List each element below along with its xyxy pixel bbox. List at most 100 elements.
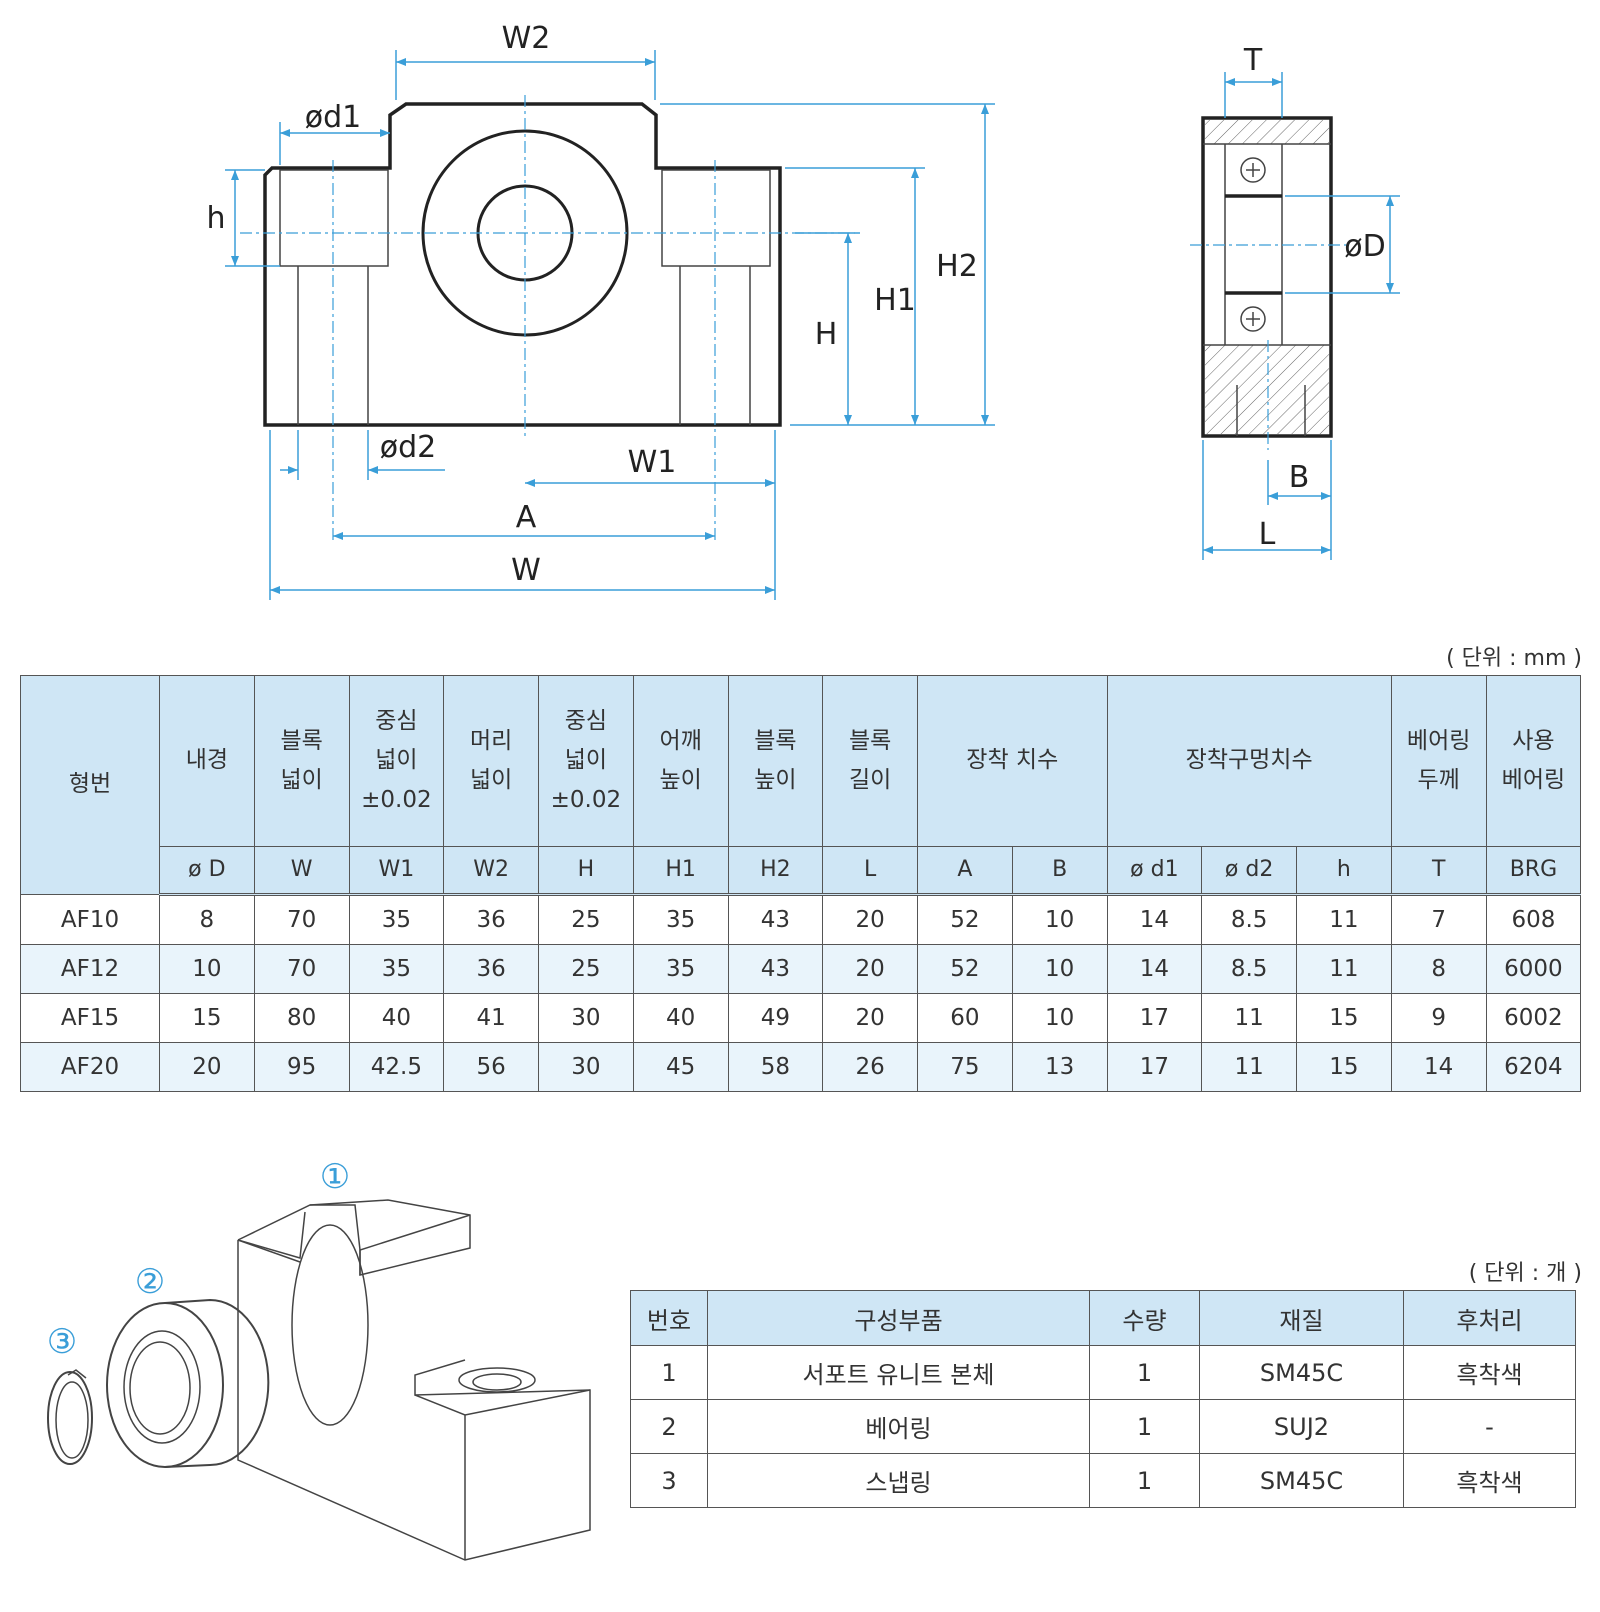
table-cell: SM45C	[1199, 1453, 1404, 1508]
label-w1: W1	[628, 445, 677, 480]
table-cell: 58	[727, 1042, 824, 1092]
table-cell: 608	[1485, 894, 1582, 945]
table-cell: 8	[1390, 944, 1487, 994]
table-cell: 7	[1390, 894, 1487, 945]
exploded-view	[47, 1199, 591, 1561]
label-d-big: øD	[1344, 229, 1385, 264]
table-cell: 15	[1296, 993, 1392, 1043]
symbol-cell: W1	[348, 846, 445, 896]
label-d2: ød2	[380, 430, 436, 465]
label-d1: ød1	[305, 100, 361, 135]
table-cell: 서포트 유니트 본체	[707, 1345, 1090, 1400]
table-cell: 20	[822, 894, 918, 945]
symbol-cell: H1	[632, 846, 729, 896]
header-model: 형번	[20, 675, 160, 895]
table-cell: 35	[348, 894, 445, 945]
front-view	[225, 50, 995, 600]
table-cell: 베어링	[707, 1399, 1090, 1454]
table-cell: 14	[1390, 1042, 1487, 1092]
parts-header-quantity: 수량	[1089, 1290, 1200, 1346]
label-h2: H2	[936, 249, 978, 284]
parts-header-finish: 후처리	[1403, 1290, 1576, 1346]
table-cell: 17	[1106, 1042, 1203, 1092]
table-cell: 70	[253, 894, 350, 945]
table-cell: 52	[917, 894, 1013, 945]
table-cell: 40	[632, 993, 729, 1043]
table-cell: 2	[630, 1399, 708, 1454]
table-cell: 8.5	[1201, 944, 1298, 994]
table-cell: 20	[822, 993, 918, 1043]
table-cell: SM45C	[1199, 1345, 1404, 1400]
symbol-cell: H2	[727, 846, 824, 896]
table-cell: 43	[727, 944, 824, 994]
table-cell: 43	[727, 894, 824, 945]
header-hole: 장착구멍치수	[1106, 675, 1392, 847]
table-cell: AF10	[20, 894, 160, 945]
table-cell: 10	[1011, 944, 1108, 994]
label-w2: W2	[502, 21, 551, 56]
table-cell: 1	[1089, 1399, 1200, 1454]
table-cell: 70	[253, 944, 350, 994]
table-cell: 20	[822, 944, 918, 994]
table-cell: 80	[253, 993, 350, 1043]
table-cell: 95	[253, 1042, 350, 1092]
symbol-cell: ø d2	[1201, 846, 1298, 896]
parts-header-component: 구성부품	[707, 1290, 1090, 1346]
table-cell: 60	[917, 993, 1013, 1043]
table-cell: 35	[632, 894, 729, 945]
table-cell: 49	[727, 993, 824, 1043]
table-cell: 10	[1011, 894, 1108, 945]
callout-3: ③	[47, 1322, 77, 1362]
table-cell: AF20	[20, 1042, 160, 1092]
table-cell: 8	[159, 894, 255, 945]
table-cell: 35	[632, 944, 729, 994]
table-cell: 13	[1011, 1042, 1108, 1092]
label-b: B	[1289, 460, 1310, 495]
side-view	[1190, 72, 1400, 560]
table-cell: 42.5	[348, 1042, 445, 1092]
table-cell: 8.5	[1201, 894, 1298, 945]
table-cell: 14	[1106, 894, 1203, 945]
symbol-cell: h	[1296, 846, 1392, 896]
table-cell: 15	[1296, 1042, 1392, 1092]
table-cell: 56	[443, 1042, 539, 1092]
label-h-small: h	[206, 201, 225, 236]
symbol-cell: ø D	[159, 846, 255, 896]
symbol-cell: BRG	[1485, 846, 1582, 896]
symbol-cell: T	[1390, 846, 1487, 896]
table-cell: 17	[1106, 993, 1203, 1043]
table-cell: 11	[1296, 944, 1392, 994]
table-cell: 52	[917, 944, 1013, 994]
table-cell: 10	[1011, 993, 1108, 1043]
table-cell: 36	[443, 894, 539, 945]
symbol-cell: L	[822, 846, 918, 896]
spec-unit-label: ( 단위 : mm )	[1446, 646, 1582, 671]
table-cell: 20	[159, 1042, 255, 1092]
table-cell: 35	[348, 944, 445, 994]
label-h: H	[815, 317, 838, 352]
table-cell: 9	[1390, 993, 1487, 1043]
label-t: T	[1243, 43, 1263, 78]
label-w: W	[511, 553, 541, 588]
symbol-cell: B	[1011, 846, 1108, 896]
callout-numbers: ① ② ③	[47, 1157, 350, 1362]
table-cell: 6204	[1485, 1042, 1582, 1092]
symbol-cell: H	[538, 846, 634, 896]
parts-unit-label: ( 단위 : 개 )	[1468, 1261, 1582, 1286]
table-cell: 26	[822, 1042, 918, 1092]
